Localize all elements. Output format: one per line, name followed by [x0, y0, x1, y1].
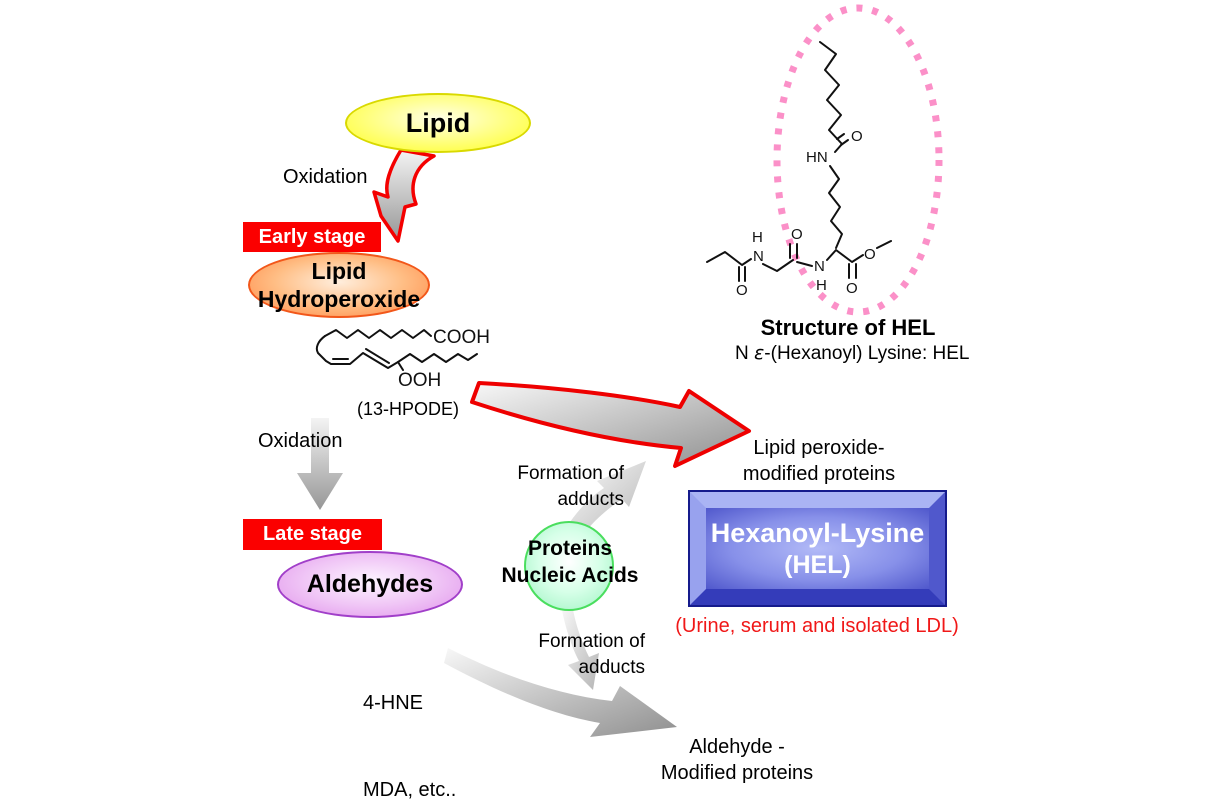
lipid-hydroperoxide-line1: Lipid	[311, 257, 367, 284]
oxidation-arrow-early	[372, 148, 436, 243]
lipid-peroxide-proteins-label: Lipid peroxide- modified proteins	[719, 435, 919, 487]
late-stage-badge: Late stage	[243, 519, 382, 550]
main-pathway-arrow	[470, 381, 751, 468]
hel-atom-o-mid: O	[791, 226, 803, 243]
late-stage-label: Late stage	[263, 523, 362, 545]
formation-bottom-line2: adducts	[578, 657, 645, 678]
proteins-label: Proteins Nucleic Acids	[470, 535, 670, 590]
aldehyde-example-line1: 4-HNE	[363, 692, 424, 714]
hel-atom-h-right: H	[816, 277, 827, 294]
hel-atom-o-top: O	[851, 128, 863, 145]
aldehyde-example-line2: MDA, etc..	[363, 779, 457, 800]
lipid-hydroperoxide-line2: Hydroperoxide	[257, 286, 421, 312]
aldehyde-pathway-arrow	[444, 648, 677, 737]
oxidation-label-top: Oxidation	[283, 166, 368, 188]
hel-atom-n-right: N	[814, 258, 825, 275]
hel-atom-h-left: H	[752, 229, 763, 246]
hel-atom-hn: HN	[806, 149, 828, 166]
hel-atom-n-left: N	[753, 248, 764, 265]
hpode-structure	[315, 329, 478, 371]
aldehydes-label: Aldehydes	[306, 570, 434, 599]
early-stage-label: Early stage	[258, 225, 366, 248]
formation-of-adducts-top: Formation of adducts	[477, 461, 624, 513]
formation-top-line2: adducts	[557, 489, 624, 510]
lipid-hydroperoxide-label: Lipid Hydroperoxide	[258, 257, 420, 313]
hel-structure	[706, 41, 892, 282]
hpode-cooh-label: COOH	[433, 327, 490, 348]
hel-atom-o-ester: O	[864, 246, 876, 263]
hexanoyl-lysine-box-panel: Hexanoyl-Lysine (HEL)	[706, 508, 929, 589]
hexanoyl-lysine-box-bevel: Hexanoyl-Lysine (HEL)	[690, 492, 945, 605]
subtitle-n: N	[735, 343, 749, 364]
hel-sources-caption: (Urine, serum and isolated LDL)	[675, 615, 959, 637]
hpode-caption: (13-HPODE)	[356, 399, 459, 419]
adduct-arrow-down	[560, 598, 599, 690]
adduct-arrow-up	[566, 461, 646, 536]
hexanoyl-lysine-label: Hexanoyl-Lysine	[710, 518, 925, 549]
hel-structure-title: Structure of HEL	[760, 315, 936, 340]
aldehydes-node: Aldehydes	[277, 551, 463, 618]
formation-top-line1: Formation of	[517, 463, 624, 484]
aldehyde-modified-line2: Modified proteins	[660, 762, 814, 784]
formation-of-adducts-bottom: Formation of adducts	[508, 629, 645, 681]
lipid-peroxide-line2: modified proteins	[742, 463, 896, 485]
lipid-peroxide-line1: Lipid peroxide-	[753, 437, 885, 459]
hel-structure-subtitle: N ε-(Hexanoyl) Lysine: HEL	[735, 342, 970, 365]
hel-highlight-ellipse	[773, 4, 943, 316]
oxidation-arrow-late	[297, 418, 343, 510]
aldehyde-modified-proteins-label: Aldehyde - Modified proteins	[638, 734, 836, 786]
hpode-ooh-label: OOH	[398, 370, 441, 391]
lipid-node: Lipid	[345, 93, 531, 153]
subtitle-epsilon: ε	[754, 342, 765, 364]
hexanoyl-lysine-box: Hexanoyl-Lysine (HEL)	[688, 490, 947, 607]
aldehyde-modified-line1: Aldehyde -	[689, 736, 785, 758]
proteins-line2: Nucleic Acids	[501, 564, 639, 588]
subtitle-rest: -(Hexanoyl) Lysine: HEL	[764, 343, 970, 364]
lipid-hydroperoxide-node: Lipid Hydroperoxide	[248, 252, 430, 318]
lipid-node-label: Lipid	[405, 107, 471, 138]
formation-bottom-line1: Formation of	[538, 631, 645, 652]
oxidation-label-mid: Oxidation	[258, 430, 343, 452]
early-stage-badge: Early stage	[243, 222, 381, 252]
hel-atom-o-bottom: O	[846, 280, 858, 297]
hel-abbrev-label: (HEL)	[784, 550, 851, 579]
hel-atom-o-left: O	[736, 282, 748, 299]
proteins-node	[524, 521, 614, 611]
aldehyde-examples: 4-HNE MDA, etc..	[363, 631, 456, 800]
proteins-line1: Proteins	[527, 537, 613, 560]
